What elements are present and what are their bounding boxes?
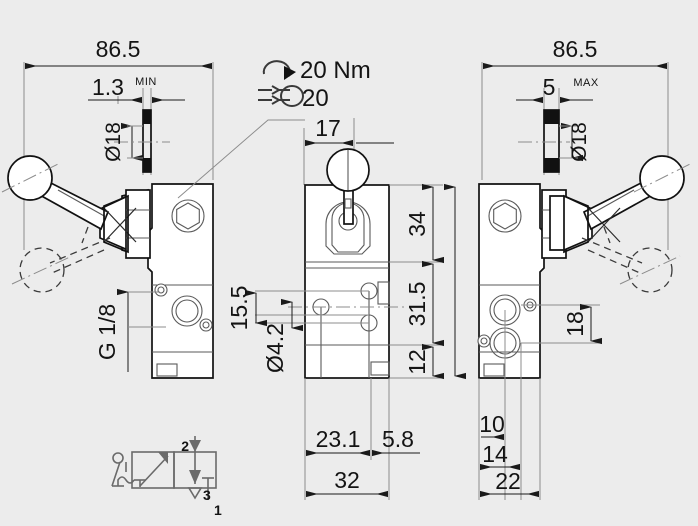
dim-label-5_8: 5.8	[382, 426, 414, 452]
dim-label-left-865: 86.5	[96, 36, 141, 62]
dim-label-22: 22	[495, 468, 521, 494]
dim-label-18: 18	[562, 311, 588, 337]
modifier-min: MIN	[135, 76, 157, 88]
dim-label-4_2: Ø4.2	[262, 323, 288, 373]
schematic-port-2-label: 2	[181, 438, 189, 454]
torque-arrow-icon	[262, 60, 296, 80]
dim-label-right-865: 86.5	[553, 36, 598, 62]
thread-label-text: G 1/8	[94, 304, 120, 360]
dim-right-18	[521, 303, 602, 345]
dim-label-31_5: 31.5	[404, 282, 430, 327]
right-side-view	[477, 62, 691, 500]
wrench-value-label: 20	[302, 85, 329, 112]
dim-front-left	[245, 289, 303, 332]
dim-label-5: 5	[543, 74, 556, 100]
wrench-icon	[258, 85, 304, 108]
valve-body-left	[147, 183, 214, 379]
dim-label-12: 12	[404, 349, 430, 375]
dim-front-bottom	[304, 378, 420, 500]
modifier-max: MAX	[573, 77, 599, 89]
torque-value-label: 20 Nm	[300, 57, 371, 84]
dim-label-bore-left: Ø18	[102, 122, 125, 162]
dim-label-bore-right: Ø18	[568, 122, 591, 162]
lever-hex-nut	[125, 189, 151, 259]
dim-label-15_5: 15.5	[226, 286, 252, 331]
dim-label-34: 34	[404, 211, 430, 237]
hand-lever-right	[541, 155, 691, 293]
dim-label-32: 32	[334, 467, 360, 493]
schematic-port-1-label: 1	[214, 502, 222, 518]
left-side-view	[1, 62, 214, 379]
dim-label-14: 14	[482, 441, 508, 467]
dim-front-vertical	[389, 183, 466, 380]
front-view	[245, 118, 466, 500]
dim-label-17: 17	[315, 115, 341, 141]
dim-label-23_1: 23.1	[316, 426, 361, 452]
note-torque-wrench	[177, 60, 305, 199]
valve-schematic-3-2-way	[111, 436, 217, 500]
valve-body-front	[255, 148, 406, 379]
schematic-port-3-label: 3	[203, 487, 211, 503]
hand-lever-left	[1, 155, 151, 293]
dim-right-bottom	[480, 433, 539, 498]
detail-right-seal	[516, 88, 593, 175]
dim-label-10: 10	[479, 411, 505, 437]
thread-label-g18	[117, 288, 166, 372]
detail-left-seal	[88, 88, 185, 175]
dim-label-1_3: 1.3	[92, 74, 124, 100]
